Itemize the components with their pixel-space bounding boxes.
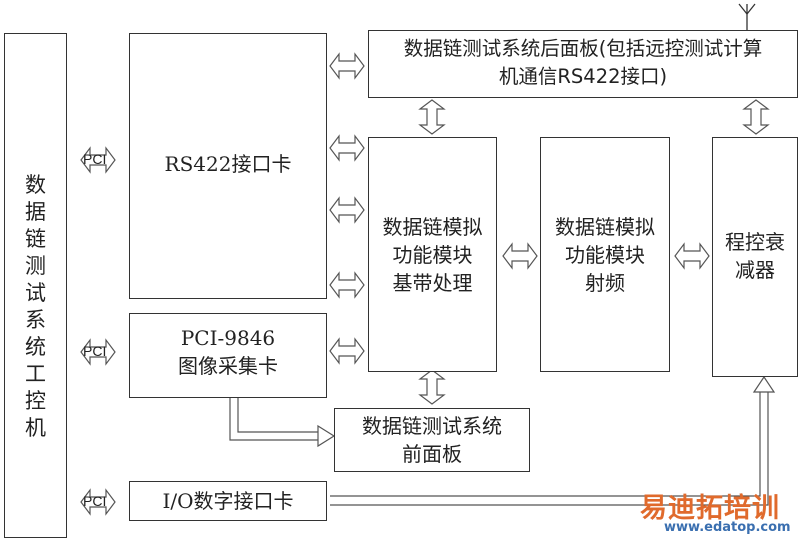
arrow-rf-atten — [674, 243, 710, 269]
attenuator-line1: 程控衰 — [725, 230, 785, 254]
io-card-box: I/O数字接口卡 — [129, 481, 327, 521]
pci-label-3: PCI — [83, 493, 107, 509]
io-card-label: I/O数字接口卡 — [162, 489, 294, 513]
watermark-brand: 易迪拓培训 — [640, 493, 780, 524]
baseband-line3: 基带处理 — [392, 271, 473, 295]
rs422-card-label: RS422接口卡 — [164, 152, 292, 176]
ipc-box: 数据链测试系统工控机 — [4, 33, 67, 538]
front-panel-line2: 前面板 — [402, 442, 462, 466]
pci9846-model: PCI-9846 — [180, 326, 276, 350]
pci9846-name: 图像采集卡 — [178, 354, 278, 378]
arrow-rs422-backpanel — [329, 53, 365, 79]
front-panel-line1: 数据链测试系统 — [362, 414, 502, 438]
rs422-card-box: RS422接口卡 — [129, 33, 327, 299]
arrow-io-atten — [330, 375, 776, 506]
front-panel-box: 数据链测试系统 前面板 — [334, 408, 530, 472]
rf-module-box: 数据链模拟 功能模块 射频 — [540, 137, 670, 372]
attenuator-line2: 减器 — [735, 258, 775, 282]
baseband-line1: 数据链模拟 — [382, 215, 483, 239]
back-panel-line2: 机通信RS422接口) — [498, 65, 668, 88]
watermark-url: www.edatop.com — [664, 520, 791, 535]
baseband-line2: 功能模块 — [392, 243, 473, 267]
back-panel-box: 数据链测试系统后面板(包括远控测试计算 机通信RS422接口) — [368, 30, 798, 98]
pci-label-2: PCI — [83, 343, 107, 359]
arrow-backpanel-atten — [743, 99, 769, 135]
rf-line2: 功能模块 — [565, 243, 645, 267]
rf-line3: 射频 — [585, 271, 625, 295]
pci9846-card-box: PCI-9846 图像采集卡 — [129, 313, 327, 398]
arrow-9846-frontpanel — [229, 398, 336, 448]
back-panel-line1: 数据链测试系统后面板(包括远控测试计算 — [403, 37, 763, 60]
arrow-backpanel-bb — [419, 99, 445, 135]
antenna-icon — [738, 3, 756, 30]
pci-label-1: PCI — [83, 151, 107, 167]
arrow-bb-rf — [502, 243, 538, 269]
ipc-label: 数据链测试系统工控机 — [25, 173, 46, 440]
arrow-9846-bb — [329, 338, 365, 364]
rf-line1: 数据链模拟 — [555, 215, 655, 239]
attenuator-box: 程控衰 减器 — [712, 137, 798, 377]
arrow-rs422-bb-2 — [329, 197, 365, 223]
arrow-rs422-bb-1 — [329, 135, 365, 161]
baseband-module-box: 数据链模拟 功能模块 基带处理 — [368, 137, 497, 372]
arrow-rs422-bb-3 — [329, 272, 365, 298]
arrow-bb-frontpanel — [419, 369, 445, 405]
